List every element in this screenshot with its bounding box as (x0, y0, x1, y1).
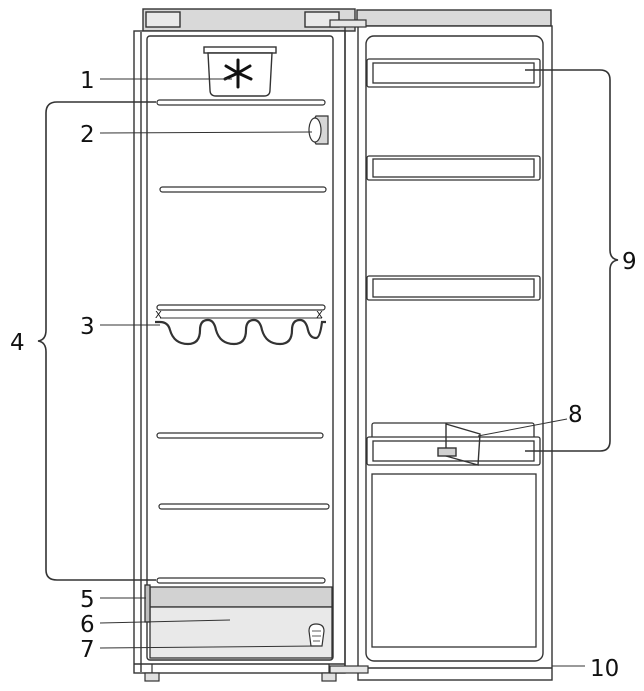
glass-shelf (156, 577, 326, 584)
glass-shelf (156, 432, 324, 439)
callout-label-1: 1 (80, 68, 95, 94)
glass-shelf (158, 503, 330, 510)
door-hinge-bottom (329, 665, 369, 674)
fan-icon (223, 58, 253, 89)
bracket-9 (525, 69, 619, 452)
bottle-rack-mark-right: X (316, 310, 323, 321)
leader-8 (477, 418, 568, 437)
humidity-control-slider (144, 584, 151, 623)
leader-2 (99, 131, 313, 134)
light-bulb (308, 117, 322, 143)
callout-label-4: 4 (10, 330, 25, 356)
cabinet-shelves (156, 99, 330, 584)
door-hinge-top (329, 19, 367, 28)
door-top-strip (356, 9, 552, 27)
vegetable-icon (308, 623, 325, 647)
glass-shelf (159, 186, 327, 193)
bottle-rack-mark-left: X (155, 310, 162, 321)
cabinet (133, 8, 356, 674)
cabinet-inner-liner (146, 35, 334, 661)
bottle-rack: X X (155, 310, 326, 346)
door-hinges (329, 19, 369, 674)
callout-label-6: 6 (80, 612, 95, 638)
callout-leaders (99, 78, 585, 667)
callout-label-2: 2 (80, 122, 95, 148)
vegetable-icon-shape (308, 623, 325, 647)
fan-unit-lid (203, 46, 277, 54)
foot-right (321, 672, 337, 682)
callout-labels: 1 2 3 4 5 6 7 8 9 10 (10, 68, 637, 682)
door-shelf-face (372, 158, 535, 178)
bottle-rack-wire (155, 318, 326, 346)
callout-label-10: 10 (590, 656, 619, 682)
bottle-holder-frame (445, 423, 481, 466)
door-shelf-face (372, 278, 535, 298)
door-shelf-face (372, 62, 535, 84)
callout-label-9: 9 (622, 249, 637, 275)
crisper-drawer (144, 584, 333, 659)
callout-label-5: 5 (80, 587, 95, 613)
door-lower-panel (371, 473, 537, 648)
interior-light (308, 115, 329, 145)
bottle-holder-clip (437, 447, 457, 457)
callout-label-7: 7 (80, 637, 95, 663)
callout-label-8: 8 (568, 402, 583, 428)
bracket-4 (37, 101, 156, 581)
fan-unit (203, 46, 277, 97)
top-hinge-left (145, 11, 181, 28)
callout-label-3: 3 (80, 314, 95, 340)
bottle-holder (437, 423, 481, 466)
crisper-drawer-lid (149, 586, 333, 608)
glass-shelf (156, 304, 326, 311)
door-shelves (366, 58, 541, 466)
foot-left (144, 672, 160, 682)
cabinet-feet (144, 664, 337, 682)
crisper-drawer-box (149, 606, 333, 659)
leader-7 (99, 645, 317, 649)
leader-6 (99, 619, 231, 624)
glass-shelf (156, 99, 326, 106)
